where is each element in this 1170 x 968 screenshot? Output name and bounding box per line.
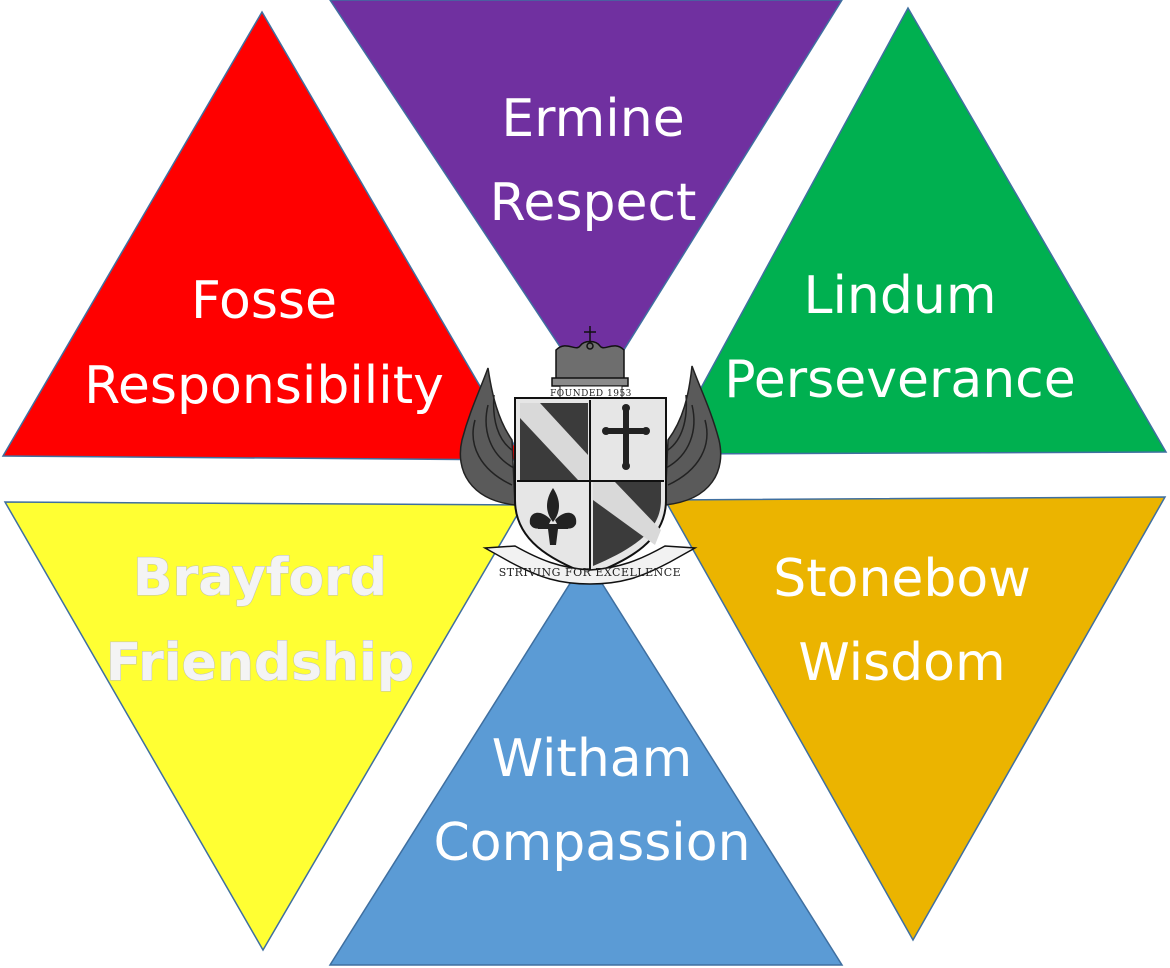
triangle-lindum [663, 6, 1168, 455]
label-brayford-name: Brayford [133, 548, 387, 608]
label-fosse-name: Fosse [191, 271, 337, 331]
left-wing-icon [459, 367, 516, 506]
triangle-witham [328, 556, 844, 966]
label-stonebow-name: Stonebow [773, 549, 1031, 609]
label-lindum-name: Lindum [804, 266, 997, 326]
fleur-de-lis-icon [529, 488, 577, 545]
shield-icon [514, 397, 667, 577]
triangle-fosse [1, 10, 525, 461]
label-witham-name: Witham [492, 729, 693, 789]
school-crest: FOUNDED 1953 ST [459, 326, 722, 585]
motto-ribbon [482, 545, 698, 585]
triangle-brayford [3, 501, 525, 952]
cross-icon [602, 404, 650, 470]
triangle-stonebow [663, 496, 1167, 942]
label-ermine-name: Ermine [501, 89, 684, 149]
crown-icon [551, 326, 629, 387]
founded-text: FOUNDED 1953 [550, 389, 632, 399]
label-stonebow-value: Wisdom [798, 633, 1005, 693]
label-brayford-value: Friendship [106, 633, 414, 693]
motto-text: STRIVING FOR EXCELLENCE [499, 566, 681, 579]
label-ermine-value: Respect [490, 173, 697, 233]
label-lindum-value: Perseverance [724, 350, 1076, 410]
label-fosse-value: Responsibility [84, 356, 444, 416]
label-witham-value: Compassion [433, 813, 750, 873]
right-wing-icon [664, 365, 722, 506]
triangle-ermine [329, 0, 843, 400]
